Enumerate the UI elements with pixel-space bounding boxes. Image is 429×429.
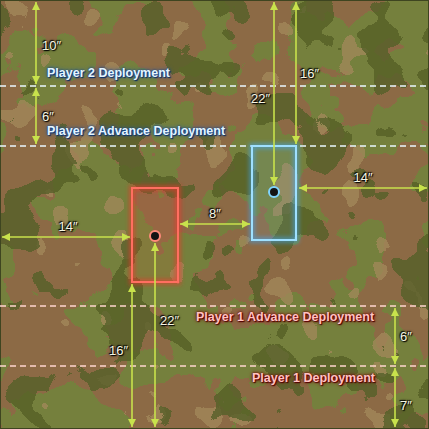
dimension-label: 14″ <box>353 171 372 184</box>
deployment-line <box>0 145 429 147</box>
dimension-label: 22″ <box>160 314 179 327</box>
dimension-label: 22″ <box>251 92 270 105</box>
deployment-zone-label: Player 2 Advance Deployment <box>47 125 225 138</box>
dimension-label: 14″ <box>58 220 77 233</box>
player-2-lines <box>0 86 429 146</box>
objective-marker <box>269 187 279 197</box>
objective-marker <box>150 231 160 241</box>
deployment-line-glow <box>0 143 429 149</box>
deployment-zone-label: Player 1 Deployment <box>252 372 375 385</box>
deployment-zone-label: Player 1 Advance Deployment <box>196 311 374 324</box>
dimension-arrow <box>299 187 427 189</box>
deployment-zone-label: Player 2 Deployment <box>47 67 170 80</box>
deployment-line <box>0 305 429 307</box>
dimension-arrow <box>180 223 250 225</box>
dimension-arrow <box>154 243 156 427</box>
dimension-label: 10″ <box>42 39 61 52</box>
deployment-line-glow <box>0 363 429 369</box>
dimension-label: 6″ <box>42 110 54 123</box>
player-1-lines <box>0 306 429 366</box>
dimension-arrow <box>131 284 133 427</box>
deployment-line <box>0 85 429 87</box>
dimension-arrow <box>2 236 130 238</box>
dimension-arrow <box>394 308 396 364</box>
deployment-line <box>0 365 429 367</box>
dimension-arrow <box>295 2 297 144</box>
dimension-label: 16″ <box>300 67 319 80</box>
deployment-line-glow <box>0 303 429 309</box>
dimension-arrow <box>273 2 275 185</box>
dimension-arrow <box>35 2 37 84</box>
dimension-arrow <box>394 368 396 427</box>
dimension-label: 7″ <box>400 399 412 412</box>
dimension-label: 8″ <box>209 207 221 220</box>
dimension-label: 6″ <box>400 330 412 343</box>
dimension-arrow <box>35 88 37 144</box>
dimension-label: 16″ <box>109 344 128 357</box>
deployment-line-glow <box>0 83 429 89</box>
